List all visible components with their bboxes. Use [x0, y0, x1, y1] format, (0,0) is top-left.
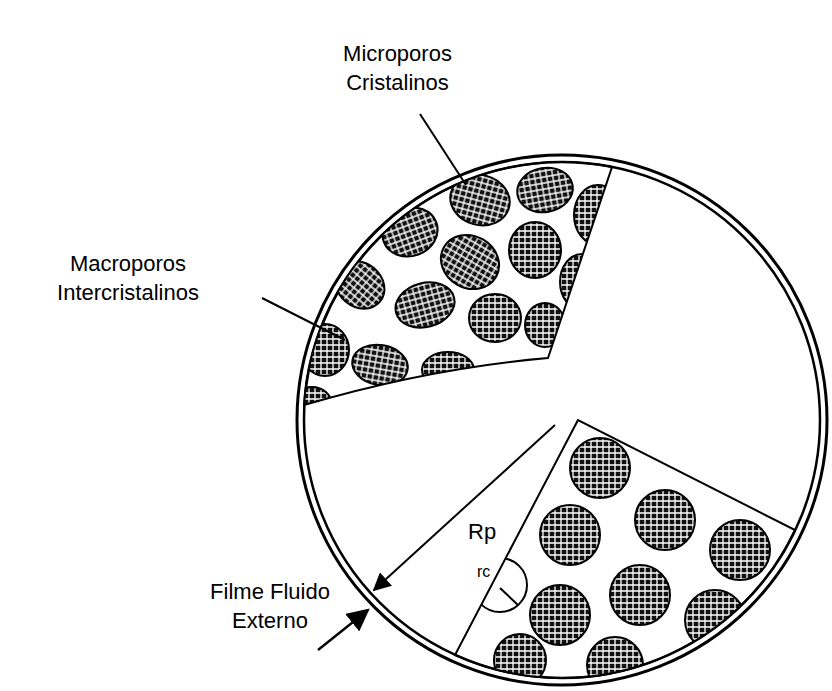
leader-line	[420, 114, 466, 185]
callout-label: Macroporos Intercristalinos	[8, 250, 248, 307]
leader-arrow	[318, 610, 368, 650]
dimension-label: Rp	[468, 518, 508, 547]
callout-label: Filme Fluido Externo	[195, 578, 345, 635]
spherical-crystals	[473, 438, 770, 691]
callout-label: Microporos Cristalinos	[330, 40, 465, 97]
irregular-crystals	[292, 163, 622, 423]
dimension-label: rc	[477, 562, 507, 583]
particle-outer-film	[297, 155, 827, 685]
sector-outline	[304, 162, 612, 405]
leader-line	[262, 298, 345, 340]
particle-radius-arrow	[374, 425, 555, 590]
particle-surface	[304, 162, 820, 678]
sector-outline	[455, 420, 795, 678]
crystal-radius-line	[500, 588, 518, 605]
